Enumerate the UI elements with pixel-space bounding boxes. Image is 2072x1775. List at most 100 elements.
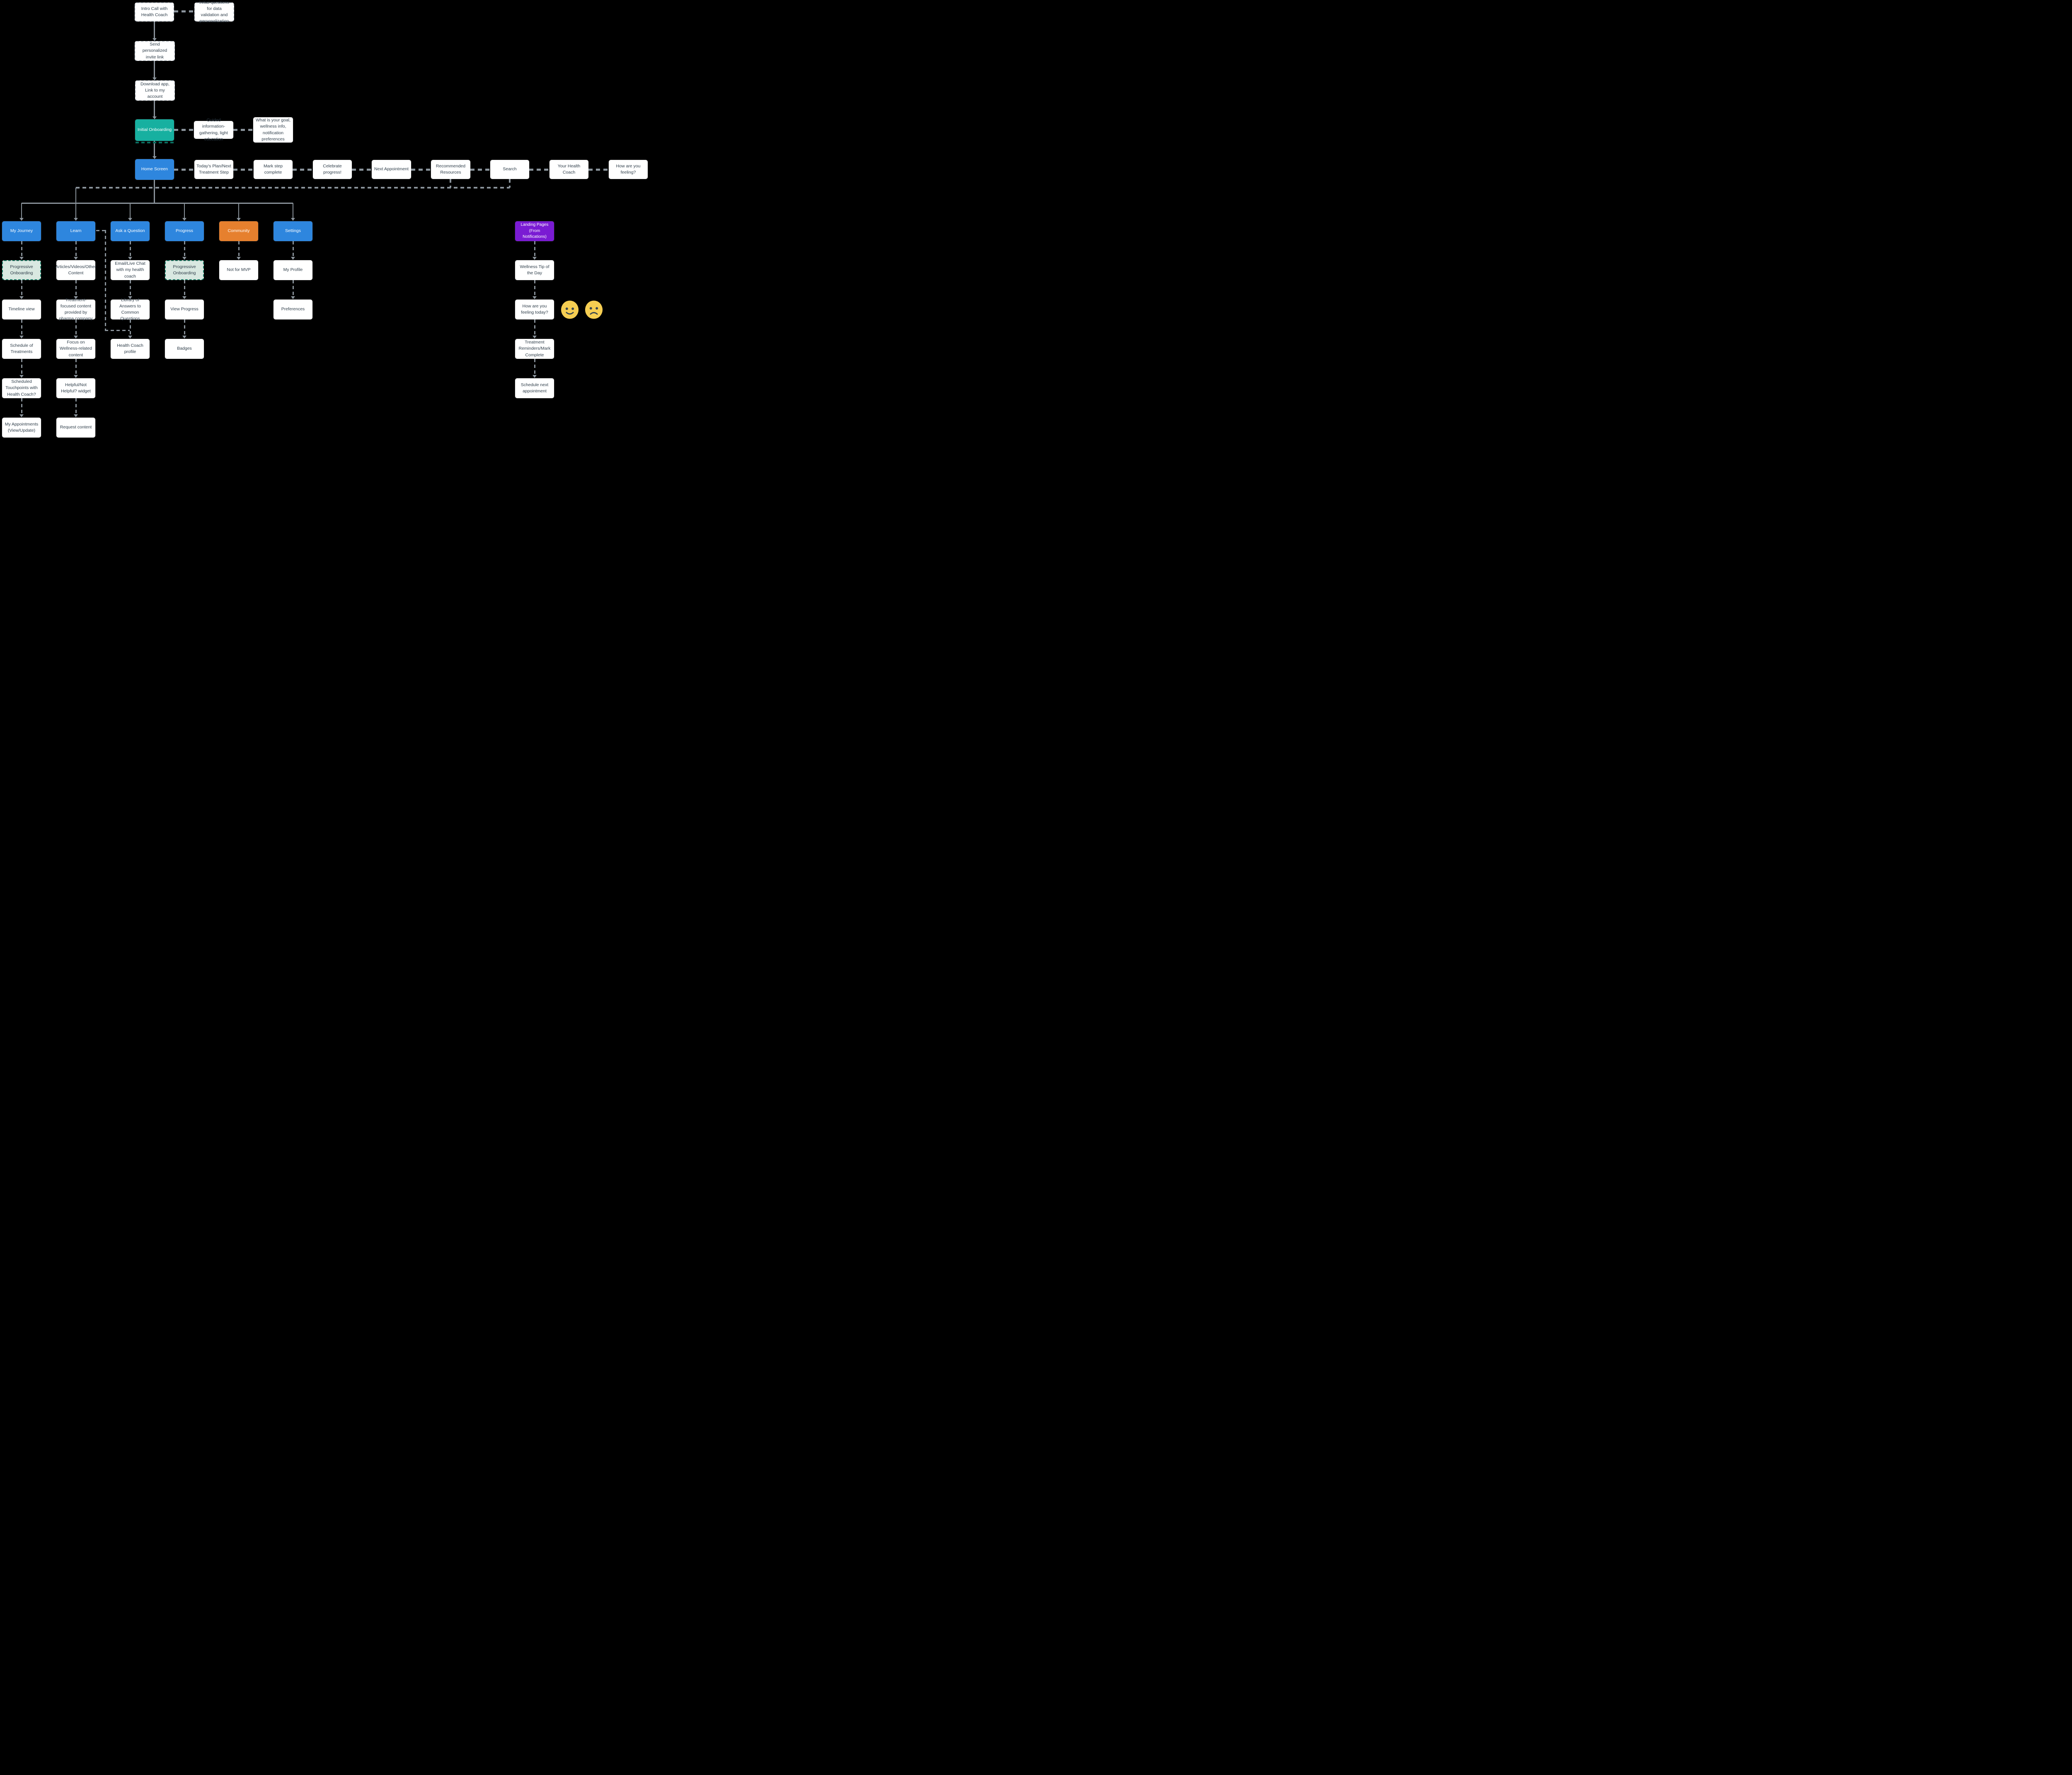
node-landing-pages[interactable]: Landing Pages (From Notifications) xyxy=(515,221,554,242)
arrowhead-icon xyxy=(74,296,78,299)
flow-connector xyxy=(293,280,294,296)
flow-connector xyxy=(174,129,194,131)
node-how-feeling-today[interactable]: How are you feeling today? xyxy=(515,299,554,320)
flow-connector xyxy=(184,241,185,257)
node-library-answers[interactable]: Library of Answers to Common Questions xyxy=(110,297,150,321)
node-home-screen[interactable]: Home Screen xyxy=(135,159,174,180)
flow-connector xyxy=(105,230,106,331)
node-articles-videos[interactable]: Articles/Videos/Other Content xyxy=(56,260,96,281)
node-how-are-you-feeling[interactable]: How are you feeling? xyxy=(608,160,648,179)
flow-connector xyxy=(233,129,253,131)
flow-connector xyxy=(184,319,185,336)
flow-connector xyxy=(238,241,240,257)
node-timeline-view[interactable]: Timeline view xyxy=(2,299,41,320)
node-send-invite-link[interactable]: Send personalized invite link xyxy=(135,41,175,61)
flowchart-canvas: Intro Call with Health Coach Initial que… xyxy=(0,0,650,440)
arrowhead-icon xyxy=(74,218,78,221)
flow-connector xyxy=(75,188,76,203)
arrowhead-icon xyxy=(19,375,24,378)
node-your-health-coach[interactable]: Your Health Coach xyxy=(549,160,589,179)
node-preferences[interactable]: Preferences xyxy=(273,299,313,320)
flow-connector xyxy=(174,169,194,171)
flow-connector xyxy=(21,359,22,375)
flow-connector xyxy=(509,179,511,188)
node-my-profile[interactable]: My Profile xyxy=(273,260,313,281)
arrowhead-icon xyxy=(152,156,157,159)
flow-connector xyxy=(534,319,535,336)
node-request-content[interactable]: Request content xyxy=(56,417,96,438)
arrowhead-icon xyxy=(182,218,186,221)
arrowhead-icon xyxy=(128,336,132,339)
flow-connector xyxy=(588,169,609,171)
arrowhead-icon xyxy=(19,414,24,417)
arrowhead-icon xyxy=(533,336,537,339)
flow-connector xyxy=(105,330,130,331)
node-scheduled-touchpoints[interactable]: Scheduled Touchpoints with Health Coach? xyxy=(2,378,41,399)
node-view-progress[interactable]: View Progress xyxy=(165,299,204,320)
node-initial-questions[interactable]: Initial questions for data validation an… xyxy=(194,0,234,24)
node-health-coach-profile[interactable]: Health Coach profile xyxy=(110,339,150,359)
sad-face-icon[interactable] xyxy=(584,300,603,322)
node-badges[interactable]: Badges xyxy=(165,339,204,359)
arrowhead-icon xyxy=(182,257,186,260)
node-my-journey[interactable]: My Journey xyxy=(2,221,41,242)
flow-connector xyxy=(75,359,77,375)
node-progressive-onboarding-journey[interactable]: Progressive Onboarding xyxy=(2,260,41,280)
flow-connector xyxy=(154,180,155,203)
node-recommended-resources[interactable]: Recommended Resources xyxy=(431,160,471,179)
node-search[interactable]: Search xyxy=(490,160,530,179)
flow-connector xyxy=(154,22,155,38)
node-community[interactable]: Community xyxy=(219,221,259,242)
flow-connector xyxy=(21,398,22,414)
node-intro-call[interactable]: Intro Call with Health Coach xyxy=(135,2,174,22)
node-focus-wellness[interactable]: Focus on Wellness-related content xyxy=(56,339,96,359)
node-not-for-mvp[interactable]: Not for MVP xyxy=(219,260,259,281)
node-goal-wellness[interactable]: What is your goal, wellness info, notifi… xyxy=(253,117,293,143)
node-schedule-of-treatments[interactable]: Schedule of Treatments xyxy=(2,339,41,359)
flow-connector xyxy=(174,10,194,12)
node-helpful-widget[interactable]: Helpful/Not Helpful? widget xyxy=(56,378,96,399)
arrowhead-icon xyxy=(128,296,132,299)
flow-connector xyxy=(293,241,294,257)
node-settings[interactable]: Settings xyxy=(273,221,313,242)
dashed-underline xyxy=(136,142,175,143)
node-next-appointment[interactable]: Next Appointment xyxy=(371,160,411,179)
flow-connector xyxy=(534,359,535,375)
node-guided-info[interactable]: Guided information-gathering, light educ… xyxy=(194,118,234,142)
flow-connector xyxy=(75,280,77,296)
flow-connector xyxy=(21,280,22,296)
arrowhead-icon xyxy=(291,296,295,299)
flow-connector xyxy=(76,187,510,189)
flow-connector xyxy=(130,241,131,257)
node-email-live-chat[interactable]: Email/Live Chat with my health coach xyxy=(110,260,150,281)
node-progressive-onboarding-progress[interactable]: Progressive Onboarding xyxy=(165,260,204,280)
node-ask-a-question[interactable]: Ask a Question xyxy=(110,221,150,242)
node-initial-onboarding[interactable]: Initial Onboarding xyxy=(135,119,174,141)
flow-connector xyxy=(154,141,155,156)
flow-connector xyxy=(154,61,155,77)
arrowhead-icon xyxy=(237,257,241,260)
arrowhead-icon xyxy=(152,77,157,80)
node-learn[interactable]: Learn xyxy=(56,221,96,242)
node-download-app[interactable]: Download app, Link to my account xyxy=(135,80,175,101)
node-treatment-focused[interactable]: Treatment-focused content provided by ph… xyxy=(56,297,96,321)
flow-connector xyxy=(21,319,22,336)
node-treatment-reminders[interactable]: Treatment Reminders/Mark Complete xyxy=(515,339,554,359)
arrowhead-icon xyxy=(128,218,132,221)
happy-face-icon[interactable] xyxy=(560,300,579,322)
flow-connector xyxy=(529,169,549,171)
arrowhead-icon xyxy=(74,336,78,339)
node-mark-step-complete[interactable]: Mark step complete xyxy=(253,160,293,179)
node-celebrate-progress[interactable]: Celebrate progress! xyxy=(312,160,352,179)
flow-connector xyxy=(130,280,131,296)
arrowhead-icon xyxy=(74,257,78,260)
node-schedule-next-appointment[interactable]: Schedule next appointment xyxy=(515,378,554,399)
node-progress[interactable]: Progress xyxy=(165,221,204,242)
arrowhead-icon xyxy=(19,218,24,221)
node-wellness-tip[interactable]: Wellness Tip of the Day xyxy=(515,260,554,281)
arrowhead-icon xyxy=(128,257,132,260)
arrowhead-icon xyxy=(182,296,186,299)
node-todays-plan[interactable]: Today's Plan/Next Treatment Step xyxy=(194,160,234,179)
flow-connector xyxy=(130,319,131,336)
node-my-appointments[interactable]: My Appointments (View/Update) xyxy=(2,417,41,438)
